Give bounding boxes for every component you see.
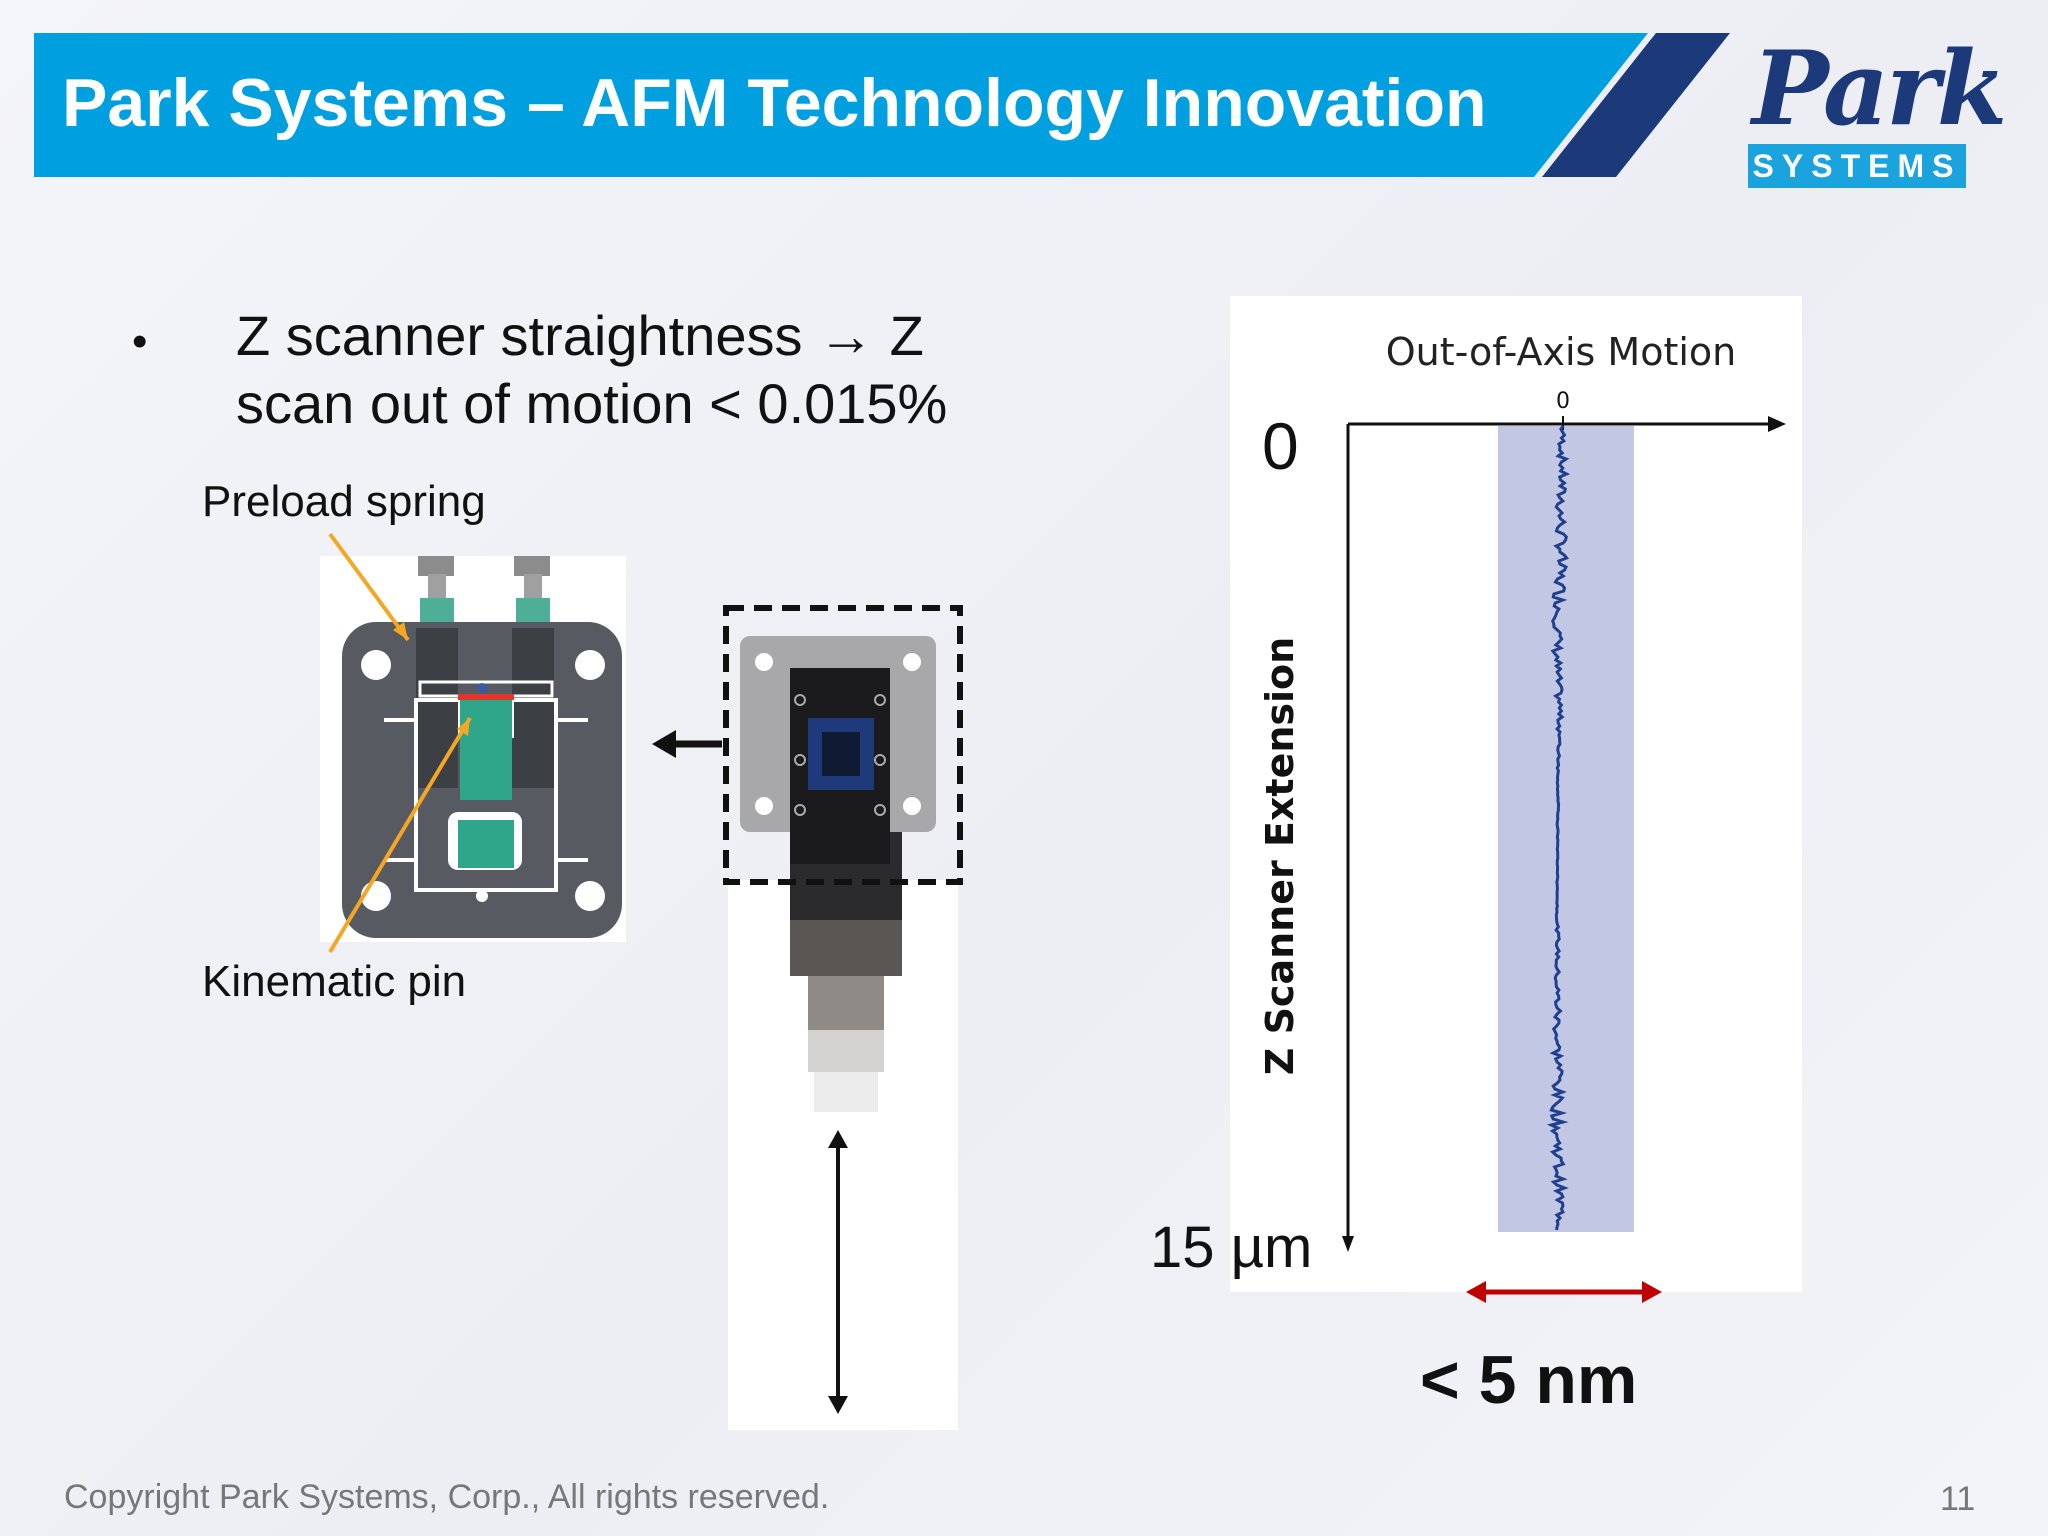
preload-spring-label: Preload spring [202,477,486,526]
preload-screw-right [514,556,550,626]
y-axis-bottom-label: 15 µm [1150,1215,1313,1280]
header-bar [34,33,1730,177]
park-systems-logo: Park [1752,29,2007,149]
tolerance-band [1498,426,1634,1232]
preload-screw-left [418,556,454,626]
kinematic-pin-label: Kinematic pin [202,957,467,1006]
logo-subtitle: SYSTEMS [1748,144,1966,188]
page-number: 11 [1940,1480,1976,1518]
copyright: Copyright Park Systems, Corp., All right… [64,1478,830,1516]
range-label: < 5 nm [1420,1342,1638,1418]
x-axis-arrowhead [1768,416,1786,432]
out-of-axis-chart: 0 [1342,389,1786,1303]
scanner-diagram [320,532,963,1430]
y-axis-label: Z Scanner Extension [1258,636,1302,1076]
range-arrow [1466,1281,1662,1303]
chart-title: Out-of-Axis Motion [1385,330,1737,374]
kinematic-pin [460,700,512,800]
z-motion-arrow [828,1130,848,1414]
highlight-box [723,605,963,885]
bullet-marker: • [132,317,148,366]
out-of-axis-trace [1546,425,1571,1231]
kinematic-pointer [328,716,472,954]
page-title: Park Systems – AFM Technology Innovation [62,65,1487,141]
x-axis-zero-label: 0 [1556,389,1570,414]
bullet-text: Z scanner straightness → Z scan out of m… [236,304,948,435]
preload-pointer [328,532,410,642]
y-axis-arrowhead [1342,1236,1354,1252]
y-axis-top-label: 0 [1262,409,1299,483]
